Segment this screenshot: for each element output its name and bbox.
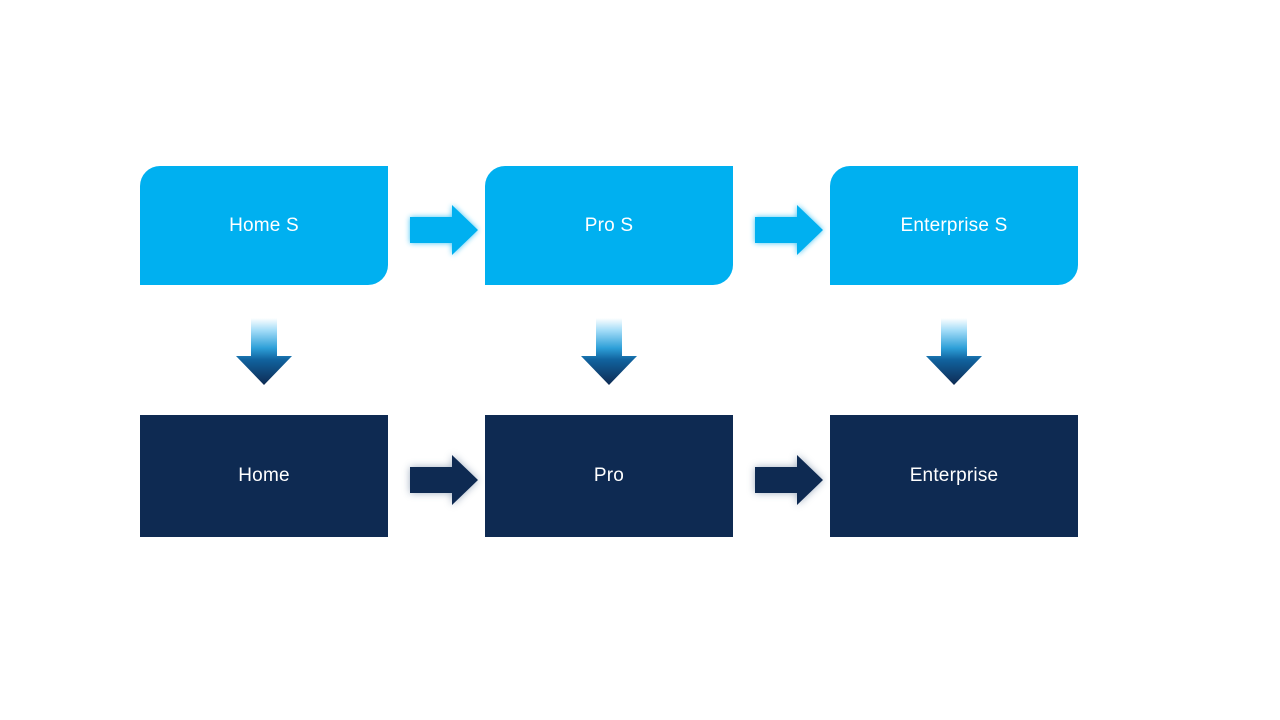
down-arrow-icon bbox=[926, 318, 982, 385]
node-label: Enterprise S bbox=[900, 214, 1008, 236]
right-arrow-icon bbox=[410, 205, 478, 255]
node-label: Home bbox=[238, 465, 290, 486]
node-pro: Pro bbox=[485, 415, 733, 537]
down-arrow-icon bbox=[581, 318, 637, 385]
node-enterprise: Enterprise bbox=[830, 415, 1078, 537]
right-arrow-icon bbox=[755, 455, 823, 505]
right-arrow-icon bbox=[410, 455, 478, 505]
node-label: Home S bbox=[229, 214, 299, 236]
node-home-s: Home S bbox=[140, 166, 388, 285]
right-arrow-icon bbox=[755, 205, 823, 255]
node-pro-s: Pro S bbox=[485, 166, 733, 285]
down-arrow-icon bbox=[236, 318, 292, 385]
node-label: Enterprise bbox=[909, 465, 999, 486]
node-label: Pro S bbox=[584, 214, 634, 236]
node-enterprise-s: Enterprise S bbox=[830, 166, 1078, 285]
node-home: Home bbox=[140, 415, 388, 537]
node-label: Pro bbox=[593, 465, 625, 486]
